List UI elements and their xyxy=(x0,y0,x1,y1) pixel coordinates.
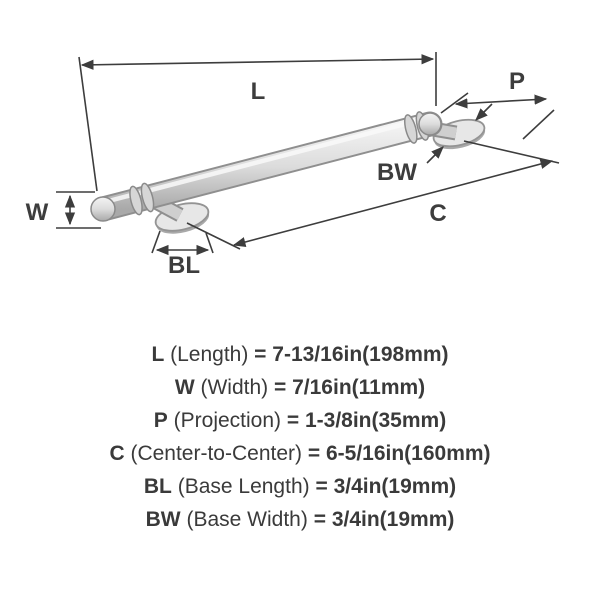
handle-illustration xyxy=(90,111,486,234)
spec-value: 3/4in(19mm) xyxy=(333,475,457,498)
dim-arrow-L xyxy=(80,54,435,70)
ext-line-L-left xyxy=(78,56,98,192)
spec-name: (Center-to-Center) xyxy=(130,442,303,465)
left-end-cap xyxy=(90,196,116,222)
ext-line-C-left xyxy=(186,222,241,250)
spec-name: (Width) xyxy=(200,376,269,399)
spec-name: (Base Length) xyxy=(177,475,310,498)
spec-value: 7/16in(11mm) xyxy=(292,376,426,399)
spec-name: (Base Width) xyxy=(186,508,308,531)
dim-label-center-to-center: C xyxy=(429,200,446,227)
spec-abbr: BL xyxy=(143,475,172,498)
dimension-labels: L P BW C W BL xyxy=(26,68,525,279)
spec-line-base-width: BW (Base Width) = 3/4in(19mm) xyxy=(0,503,600,536)
spec-value: 1-3/8in(35mm) xyxy=(304,409,447,432)
dim-arrow-P xyxy=(454,94,548,109)
dim-label-base-width: BW xyxy=(377,159,417,186)
dimension-spec-list: L (Length) = 7-13/16in(198mm) W (Width) … xyxy=(0,338,600,536)
dimension-lines xyxy=(56,52,560,256)
spec-abbr: P xyxy=(153,409,168,432)
dim-label-projection: P xyxy=(509,68,525,95)
spec-equals: = xyxy=(274,376,287,399)
spec-value: 3/4in(19mm) xyxy=(331,508,455,531)
spec-line-center-to-center: C (Center-to-Center) = 6-5/16in(160mm) xyxy=(0,437,600,470)
dim-arrow-BW-lower xyxy=(426,146,444,164)
spec-line-length: L (Length) = 7-13/16in(198mm) xyxy=(0,338,600,371)
pull-handle-diagram: L P BW C W BL xyxy=(26,52,560,279)
ext-line-C-right xyxy=(463,140,560,164)
spec-equals: = xyxy=(286,409,300,432)
spec-abbr: W xyxy=(174,376,195,399)
dim-label-base-length: BL xyxy=(168,252,200,279)
spec-abbr: BW xyxy=(145,508,181,531)
dim-label-length: L xyxy=(251,78,266,105)
spec-abbr: L xyxy=(151,343,165,366)
spec-name: (Projection) xyxy=(173,409,282,432)
spec-equals: = xyxy=(315,475,328,498)
dim-label-width: W xyxy=(26,199,49,226)
spec-line-base-length: BL (Base Length) = 3/4in(19mm) xyxy=(0,470,600,503)
dim-arrow-C xyxy=(232,158,554,248)
spec-line-projection: P (Projection) = 1-3/8in(35mm) xyxy=(0,404,600,437)
spec-value: 7-13/16in(198mm) xyxy=(272,343,449,366)
dim-arrow-BW-upper xyxy=(475,103,493,121)
ext-line-BL-right xyxy=(205,232,214,254)
ext-line-BL-left xyxy=(151,230,161,254)
spec-equals: = xyxy=(254,343,267,366)
spec-equals: = xyxy=(307,442,321,465)
spec-line-width: W (Width) = 7/16in(11mm) xyxy=(0,371,600,404)
spec-abbr: C xyxy=(109,442,125,465)
spec-name: (Length) xyxy=(170,343,249,366)
ext-line-P-right xyxy=(522,109,555,140)
right-end-cap xyxy=(418,112,442,136)
spec-value: 6-5/16in(160mm) xyxy=(325,442,491,465)
spec-equals: = xyxy=(313,508,326,531)
